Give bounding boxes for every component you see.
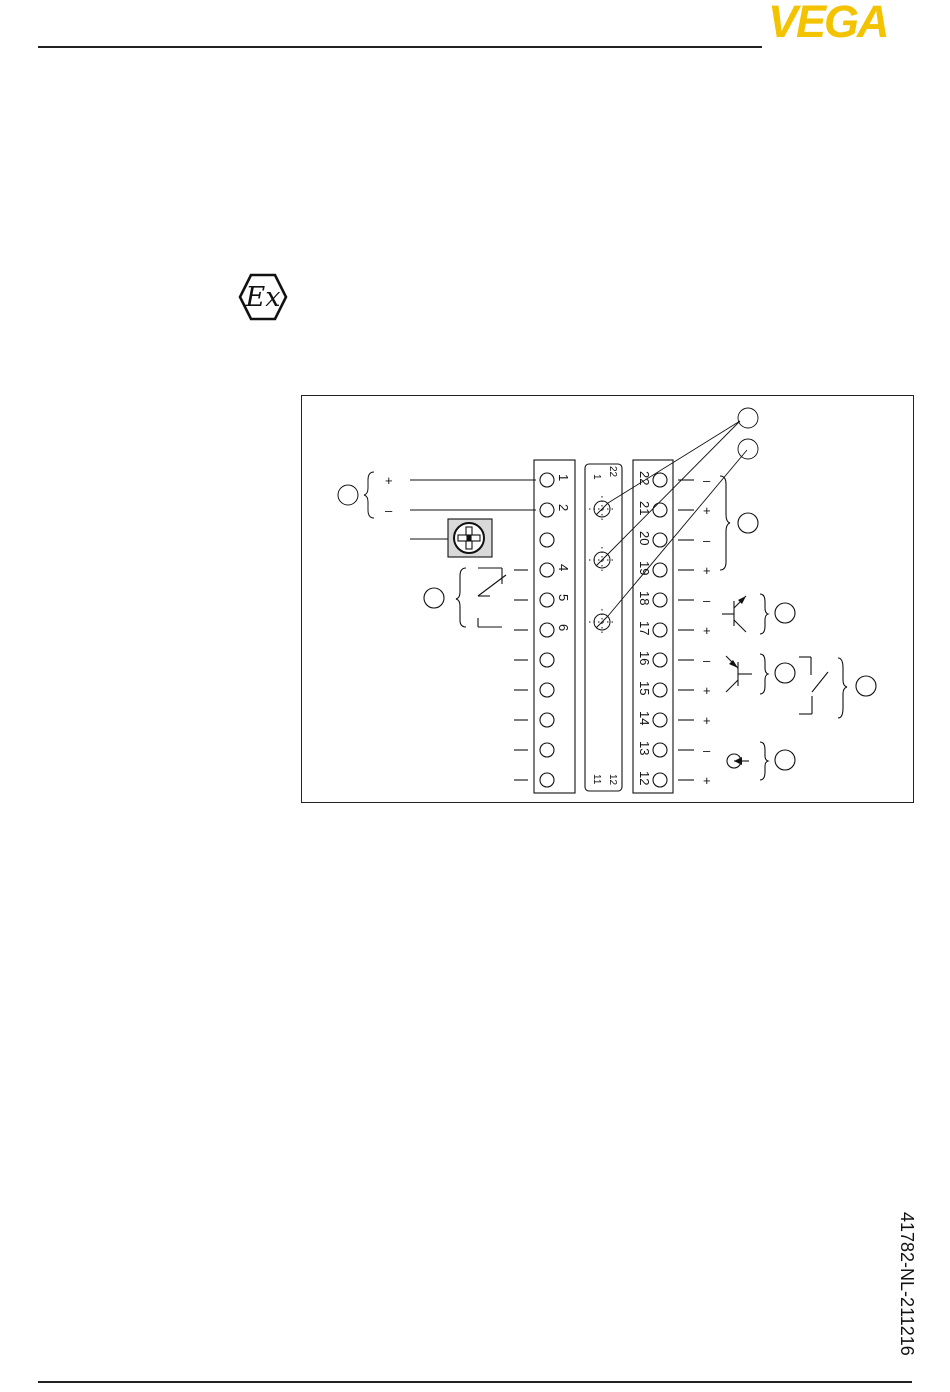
terminal-screw (653, 683, 667, 697)
terminal-number: 14 (637, 711, 652, 725)
supply-minus-label: – (385, 503, 393, 518)
terminal-number: 5 (556, 594, 571, 601)
polarity-label: + (703, 713, 711, 728)
transistor-icon (722, 594, 795, 634)
terminal-number: 18 (637, 591, 652, 605)
callout-circle (738, 513, 758, 533)
terminal-number: 17 (637, 621, 652, 635)
ex-label: Ex (245, 282, 281, 313)
middle-top-left-label: 1 (591, 474, 602, 480)
middle-bottom-left-label: 11 (591, 774, 602, 785)
polarity-label: + (703, 623, 711, 638)
callout-circle (775, 750, 795, 770)
terminal-screw (653, 503, 667, 517)
terminal-number: 15 (637, 681, 652, 695)
right-terminal-group: 22–21+20–19+18–17+16–15+14+13–12+ (637, 471, 711, 788)
terminal-number: 13 (637, 741, 652, 755)
polarity-label: + (703, 683, 711, 698)
polarity-label: – (703, 533, 711, 548)
supply-plus-label: + (385, 473, 393, 488)
terminal-number: 1 (556, 474, 571, 481)
terminal-number: 21 (637, 501, 652, 515)
terminal-screw (540, 563, 554, 577)
terminal-screw (540, 623, 554, 637)
display-connector-icon (410, 519, 492, 557)
terminal-screw (540, 773, 554, 787)
callout-circle (775, 663, 795, 683)
terminal-screw (653, 593, 667, 607)
callout-circle (738, 439, 758, 459)
terminal-number: 19 (637, 561, 652, 575)
callout-circle (338, 485, 358, 505)
terminal-screw (540, 683, 554, 697)
terminal-screw (540, 473, 554, 487)
polarity-label: + (703, 503, 711, 518)
ex-hexagon-icon: Ex (238, 273, 288, 321)
terminal-screw (540, 743, 554, 757)
terminal-screw (653, 623, 667, 637)
terminal-screw (540, 713, 554, 727)
terminal-screw (653, 653, 667, 667)
footer-rule (38, 1381, 912, 1383)
polarity-label: – (703, 473, 711, 488)
terminal-number: 12 (637, 771, 652, 785)
polarity-label: – (703, 593, 711, 608)
terminal-screw (540, 593, 554, 607)
callout-circle (424, 588, 444, 608)
terminal-screw (653, 473, 667, 487)
terminal-screw (653, 713, 667, 727)
terminal-screw (653, 563, 667, 577)
terminal-screw (653, 743, 667, 757)
middle-top-right-label: 22 (607, 466, 618, 478)
callout-circle (856, 676, 876, 696)
terminal-screw (653, 533, 667, 547)
terminal-number: 16 (637, 651, 652, 665)
terminal-number: 4 (556, 564, 571, 571)
terminal-screw (540, 653, 554, 667)
terminal-number: 6 (556, 624, 571, 631)
terminal-screw (653, 773, 667, 787)
polarity-label: – (703, 653, 711, 668)
transistor-icon (726, 654, 795, 694)
relay-switch-icon (424, 568, 506, 627)
polarity-label: + (703, 773, 711, 788)
terminal-number: 2 (556, 504, 571, 511)
document-code: 41782-NL-211216 (896, 1212, 917, 1356)
polarity-label: + (703, 563, 711, 578)
vega-logo: VEGA (768, 2, 914, 42)
callout-circle (738, 408, 758, 428)
callout-circle (775, 603, 795, 623)
polarity-label: – (703, 743, 711, 758)
header-rule (38, 46, 762, 48)
terminal-screw (540, 533, 554, 547)
terminal-screw (540, 503, 554, 517)
middle-bottom-right-label: 12 (607, 774, 618, 786)
middle-potentiometer-strip (585, 464, 622, 791)
relay-contact-icon (799, 657, 876, 718)
left-terminal-group: 1 2 4 5 6 (514, 473, 571, 787)
terminal-number: 20 (637, 531, 652, 545)
